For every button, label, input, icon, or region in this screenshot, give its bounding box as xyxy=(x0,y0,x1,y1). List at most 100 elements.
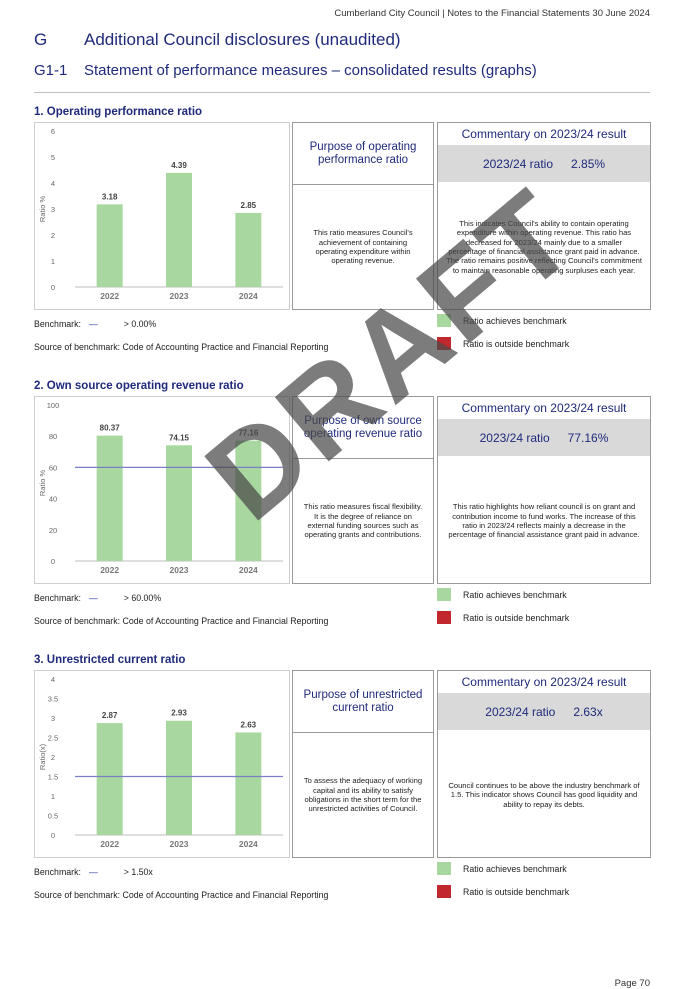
benchmark: Benchmark:—> 60.00% xyxy=(34,593,161,603)
data-label: 2.93 xyxy=(171,709,187,718)
ratio-value: 77.16% xyxy=(567,430,609,445)
data-label: 77.16 xyxy=(238,429,259,438)
x-tick-label: 2024 xyxy=(239,839,258,849)
commentary-title: Commentary on 2023/24 result xyxy=(461,127,627,141)
legend-label: Ratio is outside benchmark xyxy=(463,612,570,623)
y-axis-label: Ratio % xyxy=(38,470,47,497)
legend-label: Ratio is outside benchmark xyxy=(463,886,570,897)
y-tick-label: 0 xyxy=(51,557,55,566)
x-tick-label: 2023 xyxy=(170,291,189,301)
y-tick-label: 1.5 xyxy=(48,773,58,782)
benchmark: Benchmark:—> 0.00% xyxy=(34,319,156,329)
legend-label: Ratio is outside benchmark xyxy=(463,338,570,349)
x-tick-label: 2023 xyxy=(170,839,189,849)
legend-label: Ratio achieves benchmark xyxy=(463,315,567,326)
y-tick-label: 5 xyxy=(51,153,55,162)
benchmark-value: > 1.50x xyxy=(123,867,153,877)
y-tick-label: 2 xyxy=(51,231,55,240)
ratio-result: 2023/24 ratio 2.63x xyxy=(438,693,650,730)
legend-swatch-green xyxy=(437,588,451,601)
y-tick-label: 4 xyxy=(51,675,55,684)
purpose-title: Purpose of operating performance ratio xyxy=(293,123,433,185)
legend-swatch-green xyxy=(437,862,451,875)
x-tick-label: 2024 xyxy=(239,291,258,301)
y-tick-label: 0 xyxy=(51,283,55,292)
legend-swatch-red xyxy=(437,885,451,898)
legend-outside: Ratio is outside benchmark xyxy=(437,611,569,624)
purpose-text: To assess the adequacy of working capita… xyxy=(303,776,423,814)
bar-2024 xyxy=(235,440,262,561)
y-tick-label: 60 xyxy=(49,463,57,472)
commentary-text: Council continues to be above the indust… xyxy=(448,780,640,809)
legend-swatch-red xyxy=(437,611,451,624)
subsection-code: G1-1 xyxy=(34,62,68,79)
bar-2023 xyxy=(166,172,192,287)
purpose-box: Purpose of operating performance ratio T… xyxy=(292,122,434,310)
benchmark: Benchmark: — > 1.50x xyxy=(34,867,153,877)
legend-label: Ratio achieves benchmark xyxy=(463,589,567,600)
data-label: 2.87 xyxy=(102,711,118,720)
y-tick-label: 100 xyxy=(47,401,60,410)
ratio-label: 2023/24 ratio xyxy=(482,156,554,171)
y-tick-label: 0.5 xyxy=(48,812,58,821)
y-tick-label: 2.5 xyxy=(48,734,58,743)
bar-2024 xyxy=(235,212,262,287)
y-tick-label: 20 xyxy=(49,526,57,535)
legend-swatch-green xyxy=(437,314,451,327)
commentary-title: Commentary on 2023/24 result xyxy=(461,675,627,689)
legend-outside: Ratio is outside benchmark xyxy=(437,885,569,898)
data-label: 2.85 xyxy=(241,201,257,210)
legend-swatch-red xyxy=(437,337,451,350)
commentary-box: Commentary on 2023/24 result 2023/24 rat… xyxy=(437,122,651,310)
bar-2023 xyxy=(166,445,192,561)
y-tick-label: 3.5 xyxy=(48,695,58,704)
commentary-title: Commentary on 2023/24 result xyxy=(461,401,627,415)
purpose-box: Purpose of unrestricted current ratio To… xyxy=(292,670,434,858)
ratio-value: 2.85% xyxy=(571,156,606,171)
measure-title: 3. Unrestricted current ratio xyxy=(34,654,186,666)
measure-title: 1. Operating performance ratio xyxy=(34,106,203,118)
ratio-result: 2023/24 ratio 77.16% xyxy=(438,419,650,456)
y-axis-label: Ratio % xyxy=(38,196,47,223)
section-code: G xyxy=(34,30,48,49)
benchmark-value: > 60.00% xyxy=(123,593,162,603)
subsection-title: Statement of performance measures – cons… xyxy=(84,62,537,79)
running-header: Cumberland City Council | Notes to the F… xyxy=(334,8,650,19)
benchmark-line-key: — xyxy=(88,319,98,329)
y-tick-label: 0 xyxy=(51,831,55,840)
purpose-title: Purpose of own source operating revenue … xyxy=(293,397,433,459)
y-tick-label: 2 xyxy=(51,753,55,762)
purpose-box: Purpose of own source operating revenue … xyxy=(292,396,434,584)
ratio-label: 2023/24 ratio xyxy=(479,430,550,445)
y-tick-label: 40 xyxy=(49,495,57,504)
heading-divider xyxy=(34,92,650,93)
commentary-text: This indicates Council's ability to cont… xyxy=(446,218,643,275)
x-tick-label: 2022 xyxy=(100,291,119,301)
y-axis-label: Ratio(x) xyxy=(38,743,47,770)
legend-outside: Ratio is outside benchmark xyxy=(437,337,569,350)
y-tick-label: 80 xyxy=(49,432,57,441)
benchmark-label: Benchmark: xyxy=(34,319,81,329)
y-tick-label: 1 xyxy=(51,257,55,266)
benchmark-line-key: — xyxy=(88,867,98,877)
bar-2022 xyxy=(96,204,123,287)
benchmark-label: Benchmark: xyxy=(34,867,81,877)
bar-2022 xyxy=(96,435,123,561)
bar-2024 xyxy=(235,732,262,835)
x-tick-label: 2024 xyxy=(239,565,258,575)
ratio-value: 2.63x xyxy=(573,704,603,719)
data-label: 4.39 xyxy=(171,161,187,170)
purpose-text: This ratio measures fiscal flexibility. … xyxy=(303,502,423,540)
y-tick-label: 4 xyxy=(51,179,55,188)
legend-achieves: Ratio achieves benchmark xyxy=(437,862,567,875)
benchmark-source: Source of benchmark: Code of Accounting … xyxy=(34,616,329,626)
y-tick-label: 3 xyxy=(51,205,55,214)
ratio-label: 2023/24 ratio xyxy=(485,704,556,719)
legend-label: Ratio achieves benchmark xyxy=(463,863,567,874)
benchmark-line-key: — xyxy=(88,593,98,603)
x-tick-label: 2022 xyxy=(100,839,119,849)
